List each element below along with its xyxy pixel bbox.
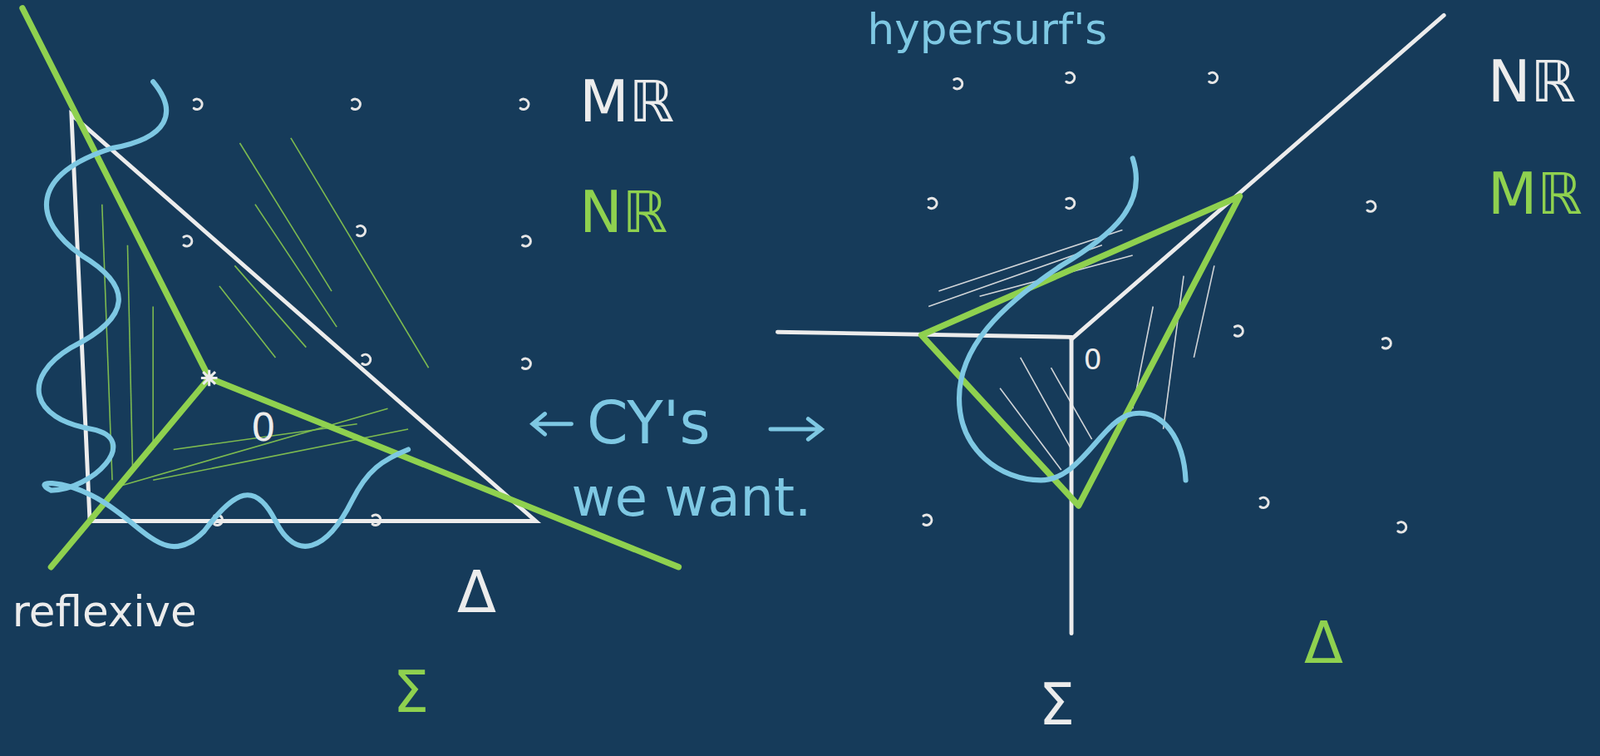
heading-note: hypersurf's [867, 8, 1108, 52]
origin-label: 0 [1083, 344, 1103, 374]
polytope-label: Δ [1304, 614, 1344, 672]
space-label: Mℝ [1487, 165, 1583, 223]
origin-label: 0 [251, 408, 276, 448]
space-label: Nℝ [1487, 53, 1576, 111]
note-text: CY's [586, 393, 711, 453]
fan-label: Σ [1038, 675, 1075, 734]
note-text: we want. [571, 471, 813, 525]
polytope-label: Δ [457, 563, 497, 621]
star-mark [201, 369, 218, 387]
polytope-label: reflexive [12, 590, 197, 634]
cy-curve [39, 81, 409, 547]
space-label: Nℝ [579, 183, 668, 242]
fan-label: Σ [393, 663, 429, 721]
space-label: Mℝ [579, 73, 675, 131]
hatching [102, 137, 429, 486]
lattice-points [183, 72, 1407, 532]
white-fan [777, 14, 1444, 633]
cy-curve [959, 157, 1187, 480]
